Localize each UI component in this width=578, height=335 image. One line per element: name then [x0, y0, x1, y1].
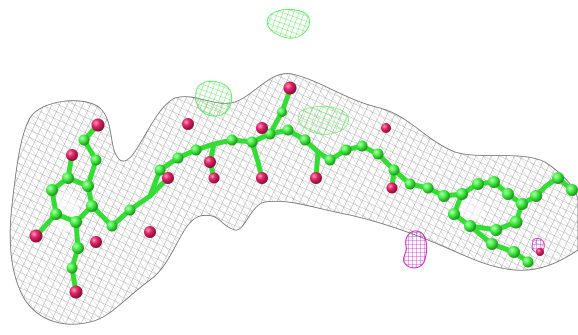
electron-density-mesh	[9, 73, 578, 325]
negative-difference-density-blob	[403, 230, 545, 269]
carbon-atoms	[46, 107, 578, 274]
positive-difference-density-blobs	[195, 9, 349, 135]
oxygen-atoms	[29, 81, 544, 299]
